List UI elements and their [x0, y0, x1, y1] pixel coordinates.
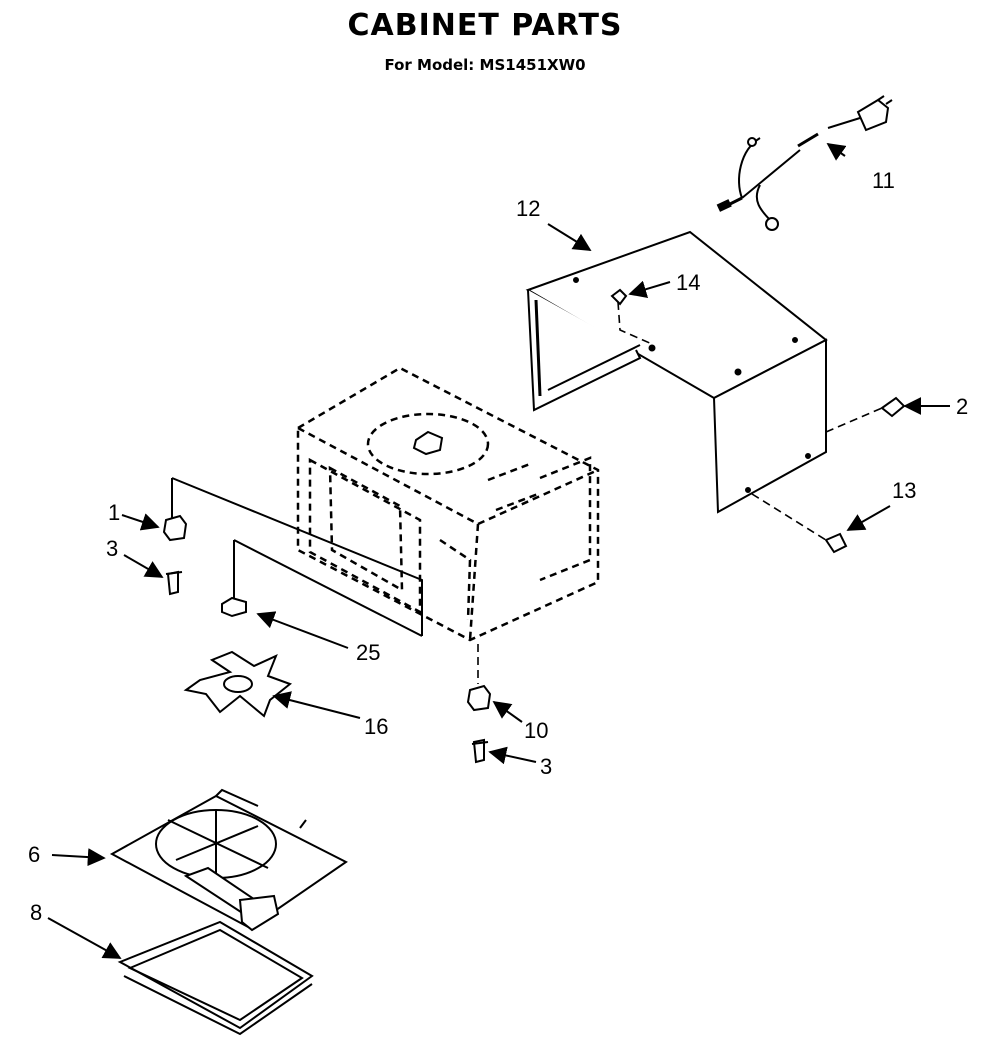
callout-14: 14 — [676, 270, 700, 295]
callout-3-right: 3 — [540, 754, 552, 779]
model-subtitle: For Model: MS1451XW0 — [384, 56, 586, 74]
tray-cover-part — [117, 920, 314, 1036]
callout-25: 25 — [356, 640, 380, 665]
callout-8: 8 — [30, 900, 42, 925]
foot-right-part — [466, 644, 492, 764]
callout-16: 16 — [364, 714, 388, 739]
callout-13: 13 — [892, 478, 916, 503]
stirrer-assembly — [183, 539, 423, 718]
screws-right-side — [751, 396, 906, 554]
callout-2: 2 — [956, 394, 968, 419]
oven-cavity-dashed — [296, 366, 600, 642]
blower-assembly-part — [109, 788, 348, 932]
foot-left-part — [162, 477, 423, 636]
outer-cabinet-part — [525, 230, 828, 514]
callout-3-left: 3 — [106, 536, 118, 561]
callout-6: 6 — [28, 842, 40, 867]
callout-1: 1 — [108, 500, 120, 525]
callout-10: 10 — [524, 718, 548, 743]
callout-12: 12 — [516, 196, 540, 221]
leader-arrows — [47, 142, 950, 959]
diagram-title: CABINET PARTS — [347, 8, 623, 43]
callout-11: 11 — [872, 168, 895, 193]
power-cord-part — [716, 95, 893, 231]
